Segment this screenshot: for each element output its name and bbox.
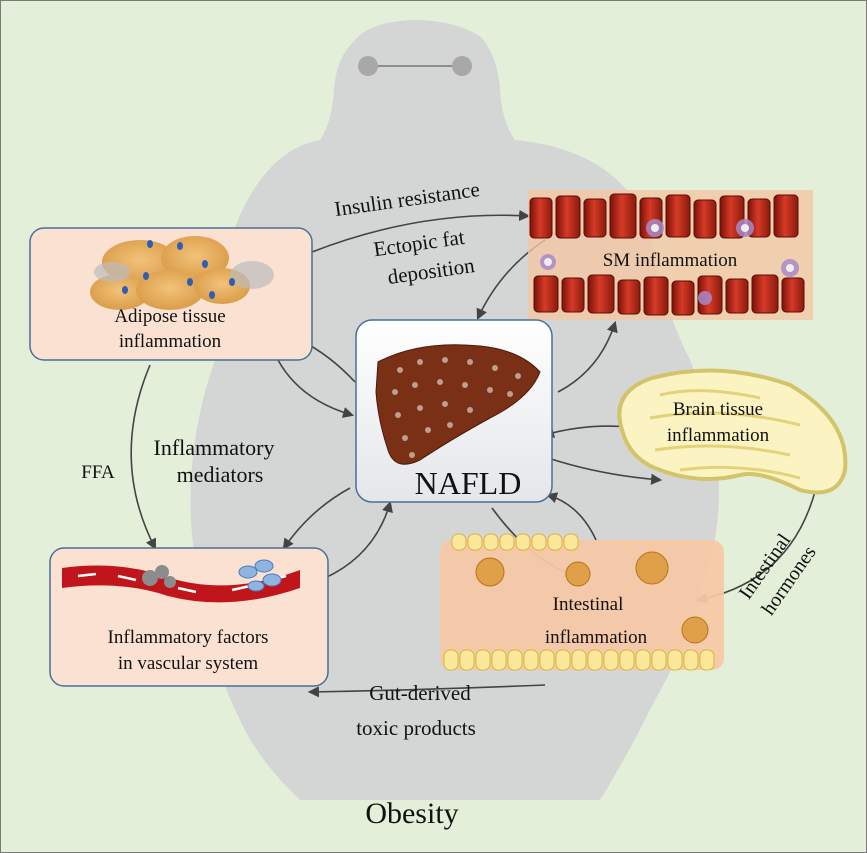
villi-top	[451, 533, 579, 551]
intestinal-label-line2: inflammation	[545, 627, 648, 648]
gut-products-label-line2: toxic products	[356, 716, 476, 740]
arrow-vascular-to-nafld	[324, 500, 393, 579]
arrow-adipose-to-nafld	[277, 359, 355, 418]
blood-vessel-icon	[62, 559, 300, 603]
arrow-adipose-to-sm	[311, 209, 531, 253]
intestinal-box	[440, 533, 724, 671]
arrow-intestinal-to-nafld	[545, 492, 597, 541]
gut-products-label-line1: Gut-derived	[369, 681, 471, 705]
nafld-box	[355, 319, 553, 503]
liver-icon	[375, 344, 541, 465]
vascular-box	[49, 547, 329, 687]
adipose-label-line2: inflammation	[119, 331, 222, 352]
vascular-label-line1: Inflammatory factors	[108, 627, 269, 648]
adipose-box	[29, 227, 313, 361]
arrow-adipose-to-vascular	[130, 364, 157, 550]
immune-cell-icons	[475, 551, 709, 644]
villi-bottom	[443, 649, 715, 671]
intestinal-label-line1: Intestinal	[553, 594, 624, 615]
nafld-label: NAFLD	[415, 465, 522, 501]
obesity-title: Obesity	[365, 797, 458, 830]
mediators-label-line1: Inflammatory	[154, 435, 275, 460]
ffa-label: FFA	[81, 462, 115, 483]
mediators-label-line2: mediators	[177, 462, 264, 487]
arrow-intestinal-to-vascular	[307, 684, 546, 698]
arrow-nafld-to-vascular	[282, 487, 351, 550]
adipocyte-cluster-icon	[90, 236, 274, 310]
arrow-nafld-to-brain	[547, 457, 663, 485]
sm-muscle-illustration	[528, 190, 813, 320]
adipose-label-line1: Adipose tissue	[114, 306, 225, 327]
sm-inflammation-label: SM inflammation	[603, 250, 738, 271]
vascular-label-line2: in vascular system	[118, 653, 259, 674]
face-glasses-icon	[358, 56, 472, 76]
arrow-nafld-to-sm	[557, 320, 618, 393]
brain-illustration	[617, 368, 848, 495]
brain-label-line2: inflammation	[667, 425, 770, 446]
brain-label-line1: Brain tissue	[673, 399, 763, 420]
